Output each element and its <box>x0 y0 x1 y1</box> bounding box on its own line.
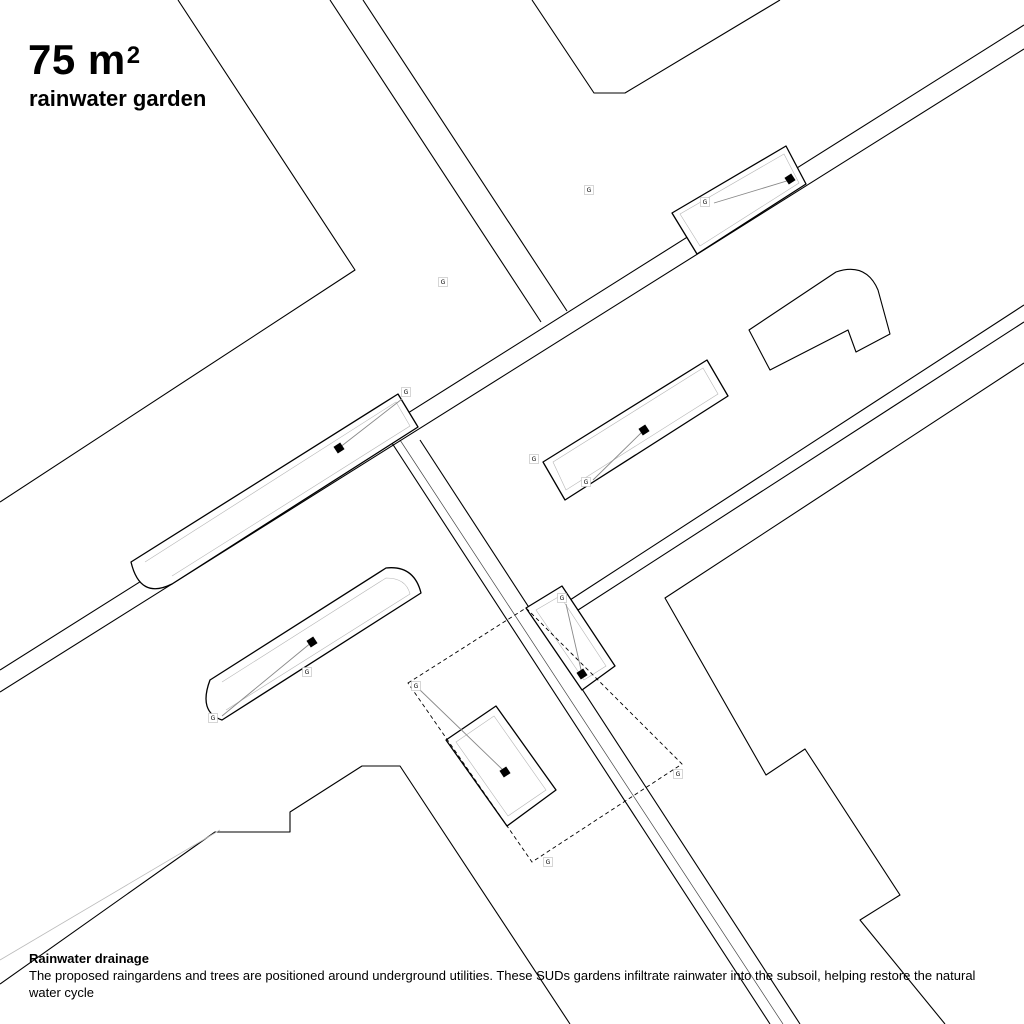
gully-marker: G <box>581 477 591 487</box>
road-edge <box>574 321 1024 613</box>
inlet-box <box>784 173 796 185</box>
inlet-box <box>306 636 318 648</box>
diagram-subtitle: rainwater garden <box>29 86 207 111</box>
inlet-box <box>576 668 588 680</box>
gully-marker-label: G <box>211 715 216 722</box>
gully-marker: G <box>529 454 539 464</box>
rain-garden-crossing <box>525 585 616 691</box>
caption-title: Rainwater drainage <box>29 951 149 966</box>
building-outline-north <box>531 0 781 94</box>
area-unit-superscript: 2 <box>126 42 141 69</box>
flow-arrow <box>419 689 506 773</box>
flow-arrow <box>565 603 583 675</box>
gully-marker-label: G <box>703 199 708 206</box>
flow-arrow <box>338 398 403 449</box>
gully-marker-label: G <box>546 859 551 866</box>
gully-marker-label: G <box>560 595 565 602</box>
road-edge <box>329 0 542 323</box>
inlet-box <box>499 766 511 778</box>
pathway-line <box>0 829 221 961</box>
gully-marker: G <box>438 277 448 287</box>
gully-marker-label: G <box>414 683 419 690</box>
gully-marker: G <box>411 681 421 691</box>
road-edge <box>419 439 801 1024</box>
rain-garden-center <box>542 359 729 501</box>
gully-marker-label: G <box>404 389 409 396</box>
gully-marker: G <box>700 197 710 207</box>
road-edge <box>399 439 784 1024</box>
gully-marker-label: G <box>676 771 681 778</box>
gully-marker: G <box>208 713 218 723</box>
gully-marker: G <box>401 387 411 397</box>
road-edge <box>569 304 1024 601</box>
area-title: 75 m2 <box>28 36 141 84</box>
building-outline-northwest <box>0 0 356 503</box>
road-edge <box>389 439 771 1024</box>
utility-zone-dashed <box>407 607 683 863</box>
rain-garden-north <box>671 145 807 255</box>
gully-marker: G <box>673 769 683 779</box>
inlet-box <box>638 424 650 436</box>
flow-arrow <box>592 429 645 481</box>
caption-body: The proposed raingardens and trees are p… <box>29 968 976 1000</box>
flow-arrow <box>221 641 313 717</box>
inlet-box <box>333 442 345 454</box>
small-building <box>748 268 891 371</box>
building-outline-southeast <box>664 362 1024 1024</box>
gully-marker: G <box>557 593 567 603</box>
gully-marker: G <box>543 857 553 867</box>
gully-marker: G <box>302 667 312 677</box>
caption: Rainwater drainage The proposed raingard… <box>29 950 1009 1001</box>
building-outline-southwest <box>0 765 571 1024</box>
gully-marker: G <box>584 185 594 195</box>
gully-marker-label: G <box>305 669 310 676</box>
area-value: 75 m <box>28 36 126 83</box>
road-edge <box>362 0 568 312</box>
gully-marker-label: G <box>584 479 589 486</box>
gully-marker-label: G <box>587 187 592 194</box>
flow-arrow <box>713 179 791 204</box>
gully-marker-label: G <box>441 279 446 286</box>
gully-marker-label: G <box>532 456 537 463</box>
